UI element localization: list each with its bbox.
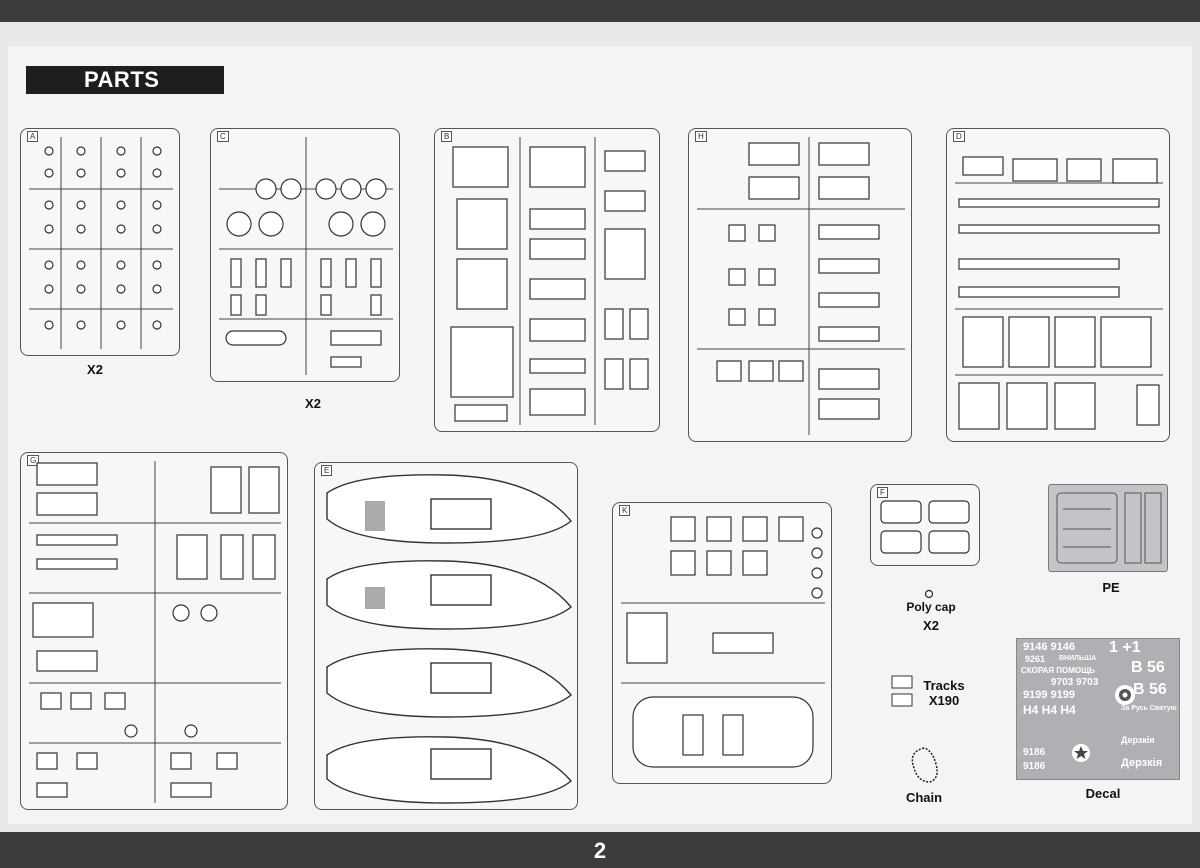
decal-r9b: 9186 [1023,761,1046,772]
decal-r5b: B 56 [1133,681,1167,698]
sprue-d-parts [955,156,1163,430]
decal-r3b: B 56 [1131,659,1165,676]
sprue-e: E [314,462,578,810]
decal-r4: 9703 9703 [1051,677,1099,688]
sprue-b-parts [450,137,649,425]
decal-r3: СКОРАЯ ПОМОЩЬ [1021,666,1096,675]
decal-r10: Дерзкія [1121,757,1163,769]
decal-r9a: 9186 [1023,747,1046,758]
tracks-quantity: X190 [928,693,960,708]
decal-label: Decal [1085,786,1121,801]
sprue-c-letter: C [217,131,229,142]
decal-r7: За Русь Святую [1121,705,1177,712]
top-bar [0,0,1200,22]
sprue-b-letter: B [441,131,453,142]
decal-r1b: 1 +1 [1109,639,1141,656]
sprue-d: D [946,128,1170,442]
sprue-h-parts [697,137,905,435]
decal-sheet: 9146 9146 1 +1 9261 ВНИЛЬША СКОРАЯ ПОМОЩ… [1016,638,1180,780]
sprue-c-quantity: X2 [305,396,321,411]
bottom-bar [0,832,1200,868]
photo-etch-sheet [1048,484,1168,572]
sprue-f-letter: F [877,487,888,498]
sprue-e-letter: E [321,465,333,476]
sprue-g-letter: G [27,455,40,466]
polycap-icon [924,589,934,599]
sprue-g: G [20,452,288,810]
tracks-label: Tracks [923,678,965,693]
sprue-a-quantity: X2 [87,362,103,377]
decal-r2a: 9261 [1025,654,1046,664]
chain-label: Chain [905,790,943,805]
sprue-f: F [870,484,980,566]
decal-r6: Н4 Н4 Н4 [1023,703,1076,717]
decal-r8: Дерзкія [1121,735,1155,745]
pe-label: PE [1102,580,1120,595]
sprue-f-parts [880,500,970,554]
star-icon [1072,744,1090,762]
decal-r5a: 9199 9199 [1023,689,1075,701]
photo-etch-parts [1056,492,1162,564]
polycap-quantity: X2 [923,618,939,633]
sprue-a: A [20,128,180,356]
page-title: PARTS [26,66,224,94]
sprue-b: B [434,128,660,432]
sprue-k-parts [621,516,825,768]
sprue-h-letter: H [695,131,707,142]
sprue-k: K [612,502,832,784]
sprue-k-letter: K [619,505,631,516]
polycap-label: Poly cap [906,600,956,614]
sprue-e-parts [326,474,572,804]
track-link-icon [891,675,913,707]
page-number: 2 [593,838,607,863]
decal-r2b: ВНИЛЬША [1059,655,1097,662]
sprue-a-parts [29,137,173,349]
chain-icon [911,747,938,783]
sprue-g-parts [29,461,281,803]
sprue-d-letter: D [953,131,965,142]
sprue-h: H [688,128,912,442]
sprue-a-letter: A [27,131,39,142]
sprue-c-parts [219,137,393,375]
sprue-c: C [210,128,400,382]
decal-r1a: 9146 9146 [1023,641,1075,653]
roundel-icon [1115,685,1135,705]
